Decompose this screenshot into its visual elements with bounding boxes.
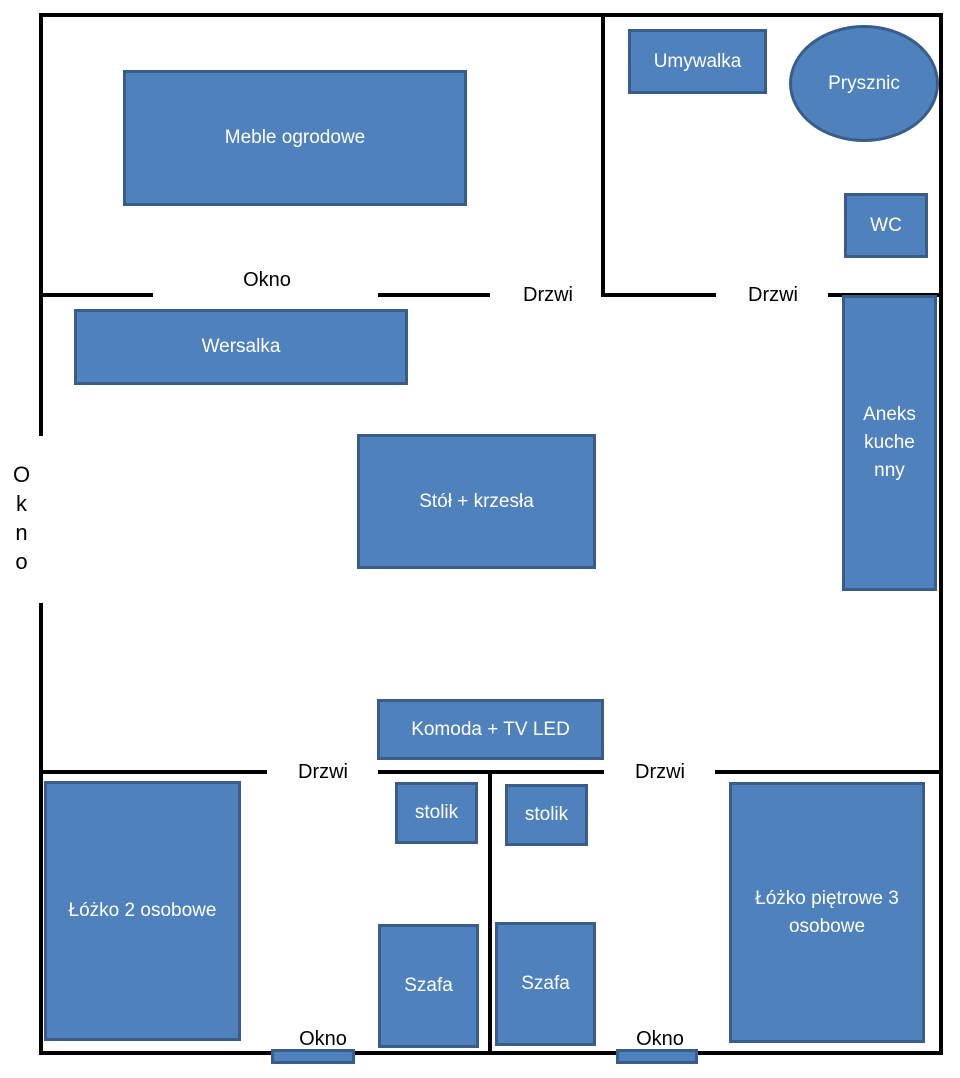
wall-bathroom-left-vertical bbox=[601, 13, 605, 297]
wall-bedroom-top-left bbox=[39, 770, 267, 774]
kitchenette: Aneks kuche nny bbox=[842, 295, 937, 591]
window-label-bottom-right: Okno bbox=[636, 1027, 684, 1050]
garden-furniture: Meble ogrodowe bbox=[123, 70, 467, 206]
window-label-terrace: Okno bbox=[243, 268, 291, 291]
outer-wall-left-lower bbox=[39, 603, 43, 1055]
window-label-bottom-left: Okno bbox=[299, 1027, 347, 1050]
door-label-terrace: Drzwi bbox=[523, 283, 573, 306]
wardrobe-left: Szafa bbox=[378, 924, 479, 1048]
kitchenette-label: Aneks kuche nny bbox=[863, 401, 916, 485]
wall-terrace-middle bbox=[378, 293, 490, 297]
dresser-with-tv: Komoda + TV LED bbox=[377, 699, 604, 760]
table-with-chairs: Stół + krzesła bbox=[357, 434, 596, 569]
shower: Prysznic bbox=[789, 25, 939, 142]
nightstand-left: stolik bbox=[395, 782, 478, 844]
wall-terrace-left bbox=[39, 293, 153, 297]
wall-bedroom-top-right bbox=[715, 770, 943, 774]
door-label-bedroom-right: Drzwi bbox=[635, 760, 685, 783]
sofa-bed: Wersalka bbox=[74, 309, 408, 385]
kitchenette-label-line-2: kuche bbox=[864, 432, 915, 453]
window-sill-bottom-left bbox=[271, 1049, 355, 1064]
bunk-bed: Łóżko piętrowe 3 osobowe bbox=[729, 782, 925, 1043]
wall-bathroom-bottom-left bbox=[601, 293, 716, 297]
outer-wall-left-upper bbox=[39, 13, 43, 436]
outer-wall-top bbox=[39, 13, 943, 17]
door-label-bathroom: Drzwi bbox=[748, 283, 798, 306]
wall-bedroom-divider bbox=[488, 770, 492, 1055]
window-sill-bottom-right bbox=[616, 1049, 698, 1064]
nightstand-right: stolik bbox=[505, 784, 588, 846]
double-bed: Łóżko 2 osobowe bbox=[44, 781, 241, 1041]
wardrobe-right: Szafa bbox=[495, 922, 596, 1046]
outer-wall-right bbox=[939, 13, 943, 1055]
door-label-bedroom-left: Drzwi bbox=[298, 760, 348, 783]
kitchenette-label-line-3: nny bbox=[874, 460, 905, 481]
toilet: WC bbox=[844, 193, 928, 258]
sink: Umywalka bbox=[628, 29, 767, 94]
window-label-left: Okno bbox=[9, 462, 34, 578]
kitchenette-label-line-1: Aneks bbox=[863, 404, 916, 425]
